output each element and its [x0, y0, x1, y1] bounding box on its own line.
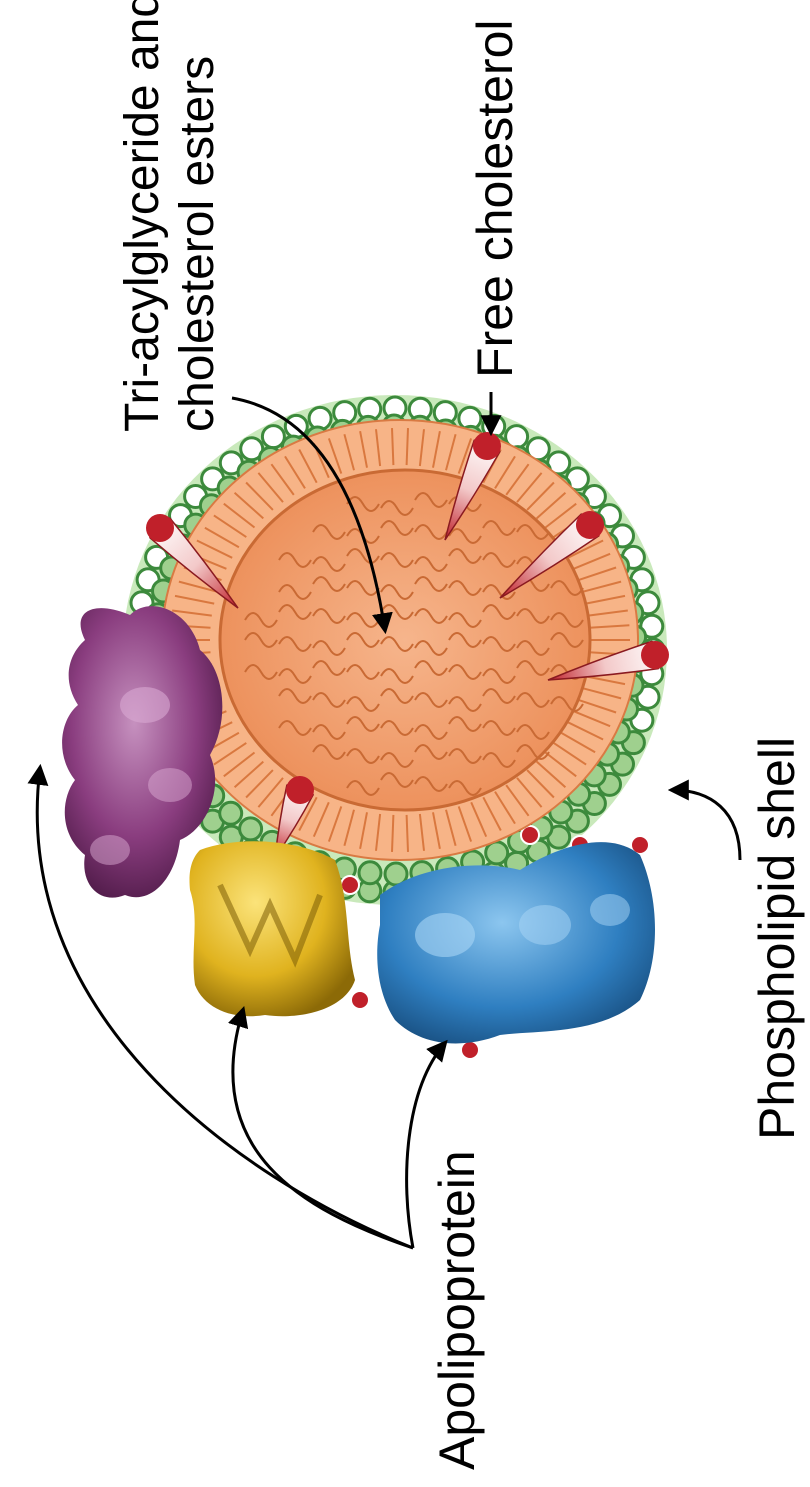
apolipoprotein-yellow [189, 841, 355, 1016]
cholesterol-head [461, 1041, 479, 1059]
cholesterol-head [341, 876, 359, 894]
lipid-core [220, 470, 590, 810]
phospholipid-tail [392, 815, 393, 852]
phospholipid-head [486, 842, 508, 864]
phospholipid-tail [392, 428, 393, 465]
phospholipid-shell-label: Phospholipid shell [752, 737, 802, 1140]
core-label-line-1: Tri-acylglyceride and [115, 0, 170, 432]
core-label: Tri-acylglyceride and cholesterol esters [115, 0, 225, 432]
phospholipid-tail [407, 428, 408, 465]
cholesterol-head [351, 991, 369, 1009]
core-label-line-2: cholesterol esters [170, 0, 225, 432]
phospholipid-shell-arrow [672, 790, 740, 860]
phospholipid-head [262, 426, 284, 448]
apolipoprotein-arrow-yellow [233, 1010, 413, 1248]
apolipoprotein-label: Apolipoprotein [432, 1150, 482, 1470]
phospholipid-head [220, 802, 242, 824]
phospholipid-tail [407, 815, 408, 852]
phospholipid-head [240, 818, 262, 840]
free-cholesterol-label: Free cholesterol [470, 20, 520, 379]
phospholipid-head [359, 862, 381, 884]
